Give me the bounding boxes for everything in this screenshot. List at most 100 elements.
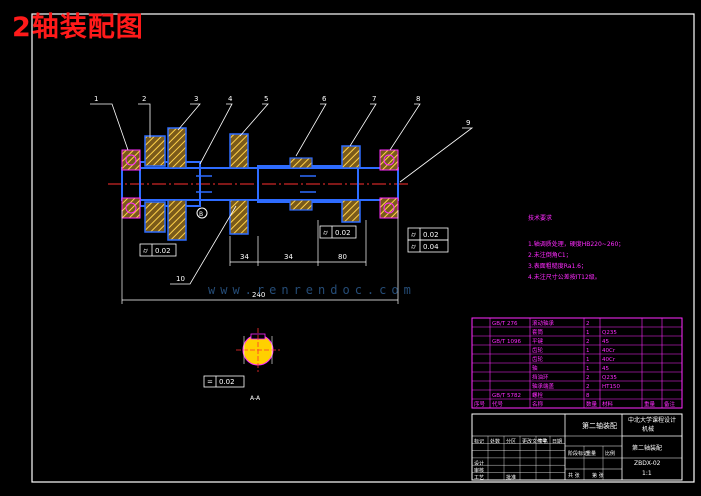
title-block-label: 阶段标记 bbox=[568, 450, 588, 457]
parts-table-cell: 1 bbox=[586, 366, 590, 372]
parts-table-cell: 齿轮 bbox=[532, 355, 544, 363]
parts-table-cell: 8 bbox=[586, 393, 590, 399]
parts-table-cell: 平键 bbox=[532, 337, 544, 345]
leader-lines bbox=[90, 103, 474, 285]
part-number: 9 bbox=[466, 119, 470, 127]
parts-table-cell: 40Cr bbox=[602, 348, 616, 354]
title-block-label: 更改文件号 bbox=[522, 438, 547, 445]
tech-req-heading: 技术要求 bbox=[528, 214, 552, 222]
parts-table-cell: 45 bbox=[602, 366, 609, 372]
parts-table-header-cell: 材料 bbox=[602, 400, 614, 408]
sheet-name: 第二轴装配 bbox=[632, 444, 662, 452]
gear-1 bbox=[144, 135, 166, 233]
parts-table-cell: 1 bbox=[586, 330, 590, 336]
parts-table-header-cell: 数量 bbox=[586, 400, 598, 408]
parts-table-header-cell: 重量 bbox=[644, 400, 656, 408]
tolerance-frame-left: ⌭ 0.02 bbox=[139, 243, 177, 257]
parts-table-cell: 轴承端盖 bbox=[532, 382, 555, 390]
title-block-label: 分区 bbox=[506, 438, 516, 445]
dimension-lines bbox=[121, 210, 399, 304]
part-number: 10 bbox=[176, 275, 185, 283]
svg-text:⌭: ⌭ bbox=[143, 247, 148, 255]
svg-text:⌭: ⌭ bbox=[323, 229, 328, 237]
gear-4 bbox=[341, 145, 361, 223]
part-number: 3 bbox=[194, 95, 198, 103]
parts-table-header-cell: 序号 bbox=[474, 400, 486, 408]
tech-req-item: 1.轴调质处理，硬度HB220~260； bbox=[528, 240, 624, 248]
svg-text:=: = bbox=[207, 378, 213, 386]
part-number: 7 bbox=[372, 95, 376, 103]
tech-req-item: 2.未注倒角C1； bbox=[528, 251, 572, 259]
parts-table-cell: Q235 bbox=[602, 375, 617, 381]
parts-table-header-cell: 代号 bbox=[492, 400, 504, 408]
svg-text:⌭: ⌭ bbox=[411, 231, 416, 239]
drawing-name: 第二轴装配 bbox=[582, 421, 617, 430]
sleeve bbox=[289, 157, 313, 211]
title-block-label: 设计 bbox=[474, 460, 484, 467]
key-marks bbox=[196, 175, 316, 193]
dimension-values: 34 34 80 240 bbox=[240, 253, 347, 299]
parts-table-cell: 挡油环 bbox=[532, 373, 549, 381]
parts-table-cell: 滚动轴承 bbox=[532, 319, 555, 327]
gear-2 bbox=[167, 127, 187, 241]
title-block-label: 重量 bbox=[586, 450, 596, 457]
parts-table-cell: 螺栓 bbox=[532, 391, 544, 399]
part-number-labels: 1 2 3 4 5 6 7 8 9 10 bbox=[94, 95, 470, 283]
title-block: 第二轴装配 中北大学课程设计 机械 第二轴装配 ZBDX-02 1:1 设计审核… bbox=[471, 413, 683, 481]
title-block-label: 处数 bbox=[490, 438, 500, 445]
title-block-label: 签名 bbox=[538, 438, 548, 445]
part-number: 8 bbox=[416, 95, 420, 103]
parts-table-cell: Q235 bbox=[602, 330, 617, 336]
parts-table-header-cell: 名称 bbox=[532, 400, 544, 408]
dim-value: 34 bbox=[284, 253, 293, 261]
title-block-label: 工艺 bbox=[474, 475, 484, 481]
part-number: 6 bbox=[322, 95, 327, 103]
technical-requirements: 技术要求 1.轴调质处理，硬度HB220~260； 2.未注倒角C1； 3.表面… bbox=[528, 214, 624, 281]
parts-table-cell: 轴 bbox=[532, 364, 538, 372]
part-number: 5 bbox=[264, 95, 268, 103]
unit-name: 机械 bbox=[642, 425, 654, 433]
drawing-border bbox=[31, 13, 695, 483]
parts-table-cell: 套筒 bbox=[532, 328, 544, 336]
tolerance-value: 0.02 bbox=[155, 247, 171, 255]
dim-value: 34 bbox=[240, 253, 249, 261]
tech-req-item: 4.未注尺寸公差按IT12级。 bbox=[528, 273, 601, 281]
title-block-label: 标记 bbox=[474, 438, 484, 445]
tolerance-value: 0.04 bbox=[423, 243, 439, 251]
parts-table-cell: GB/T 276 bbox=[492, 321, 518, 327]
scale-value: 1:1 bbox=[642, 470, 652, 477]
title-block-label: 批准 bbox=[506, 474, 516, 481]
section-label: A-A bbox=[250, 395, 261, 402]
tolerance-value: 0.02 bbox=[219, 378, 235, 386]
parts-table-cell: 2 bbox=[586, 339, 590, 345]
drawing-title: 2轴装配图 bbox=[12, 12, 144, 43]
watermark: www.renrendoc.com bbox=[208, 283, 416, 297]
parts-table-cell: 1 bbox=[586, 357, 590, 363]
dim-value: 240 bbox=[252, 291, 265, 299]
part-number: 4 bbox=[228, 95, 233, 103]
part-number: 1 bbox=[94, 95, 98, 103]
parts-table-cell: GB/T 1096 bbox=[492, 339, 521, 345]
title-block-label: 比例 bbox=[605, 450, 615, 457]
title-block-label: 第 张 bbox=[592, 472, 604, 479]
school-name: 中北大学课程设计 bbox=[628, 416, 676, 424]
part-number: 2 bbox=[142, 95, 146, 103]
title-block-label: 审核 bbox=[474, 467, 484, 474]
parts-table-header-cell: 备注 bbox=[664, 400, 676, 408]
tech-req-item: 3.表面粗糙度Ra1.6； bbox=[528, 262, 587, 270]
title-block-label: 共 张 bbox=[568, 472, 580, 479]
left-bearing bbox=[121, 149, 141, 219]
tolerance-frame-right: ⌭ 0.02 ⌭ 0.04 bbox=[407, 227, 449, 253]
drawing-code: ZBDX-02 bbox=[634, 460, 661, 467]
parts-table-cell: 齿轮 bbox=[532, 346, 544, 354]
parts-table-cell: 2 bbox=[586, 375, 590, 381]
parts-table-cell: GB/T 5782 bbox=[492, 393, 521, 399]
parts-table-cell: 45 bbox=[602, 339, 609, 345]
tolerance-value: 0.02 bbox=[423, 231, 439, 239]
parts-table-cell: 1 bbox=[586, 348, 590, 354]
title-block-label: 日期 bbox=[552, 439, 562, 445]
section-view: = 0.02 A-A bbox=[203, 328, 280, 402]
svg-text:⌭: ⌭ bbox=[411, 243, 416, 251]
